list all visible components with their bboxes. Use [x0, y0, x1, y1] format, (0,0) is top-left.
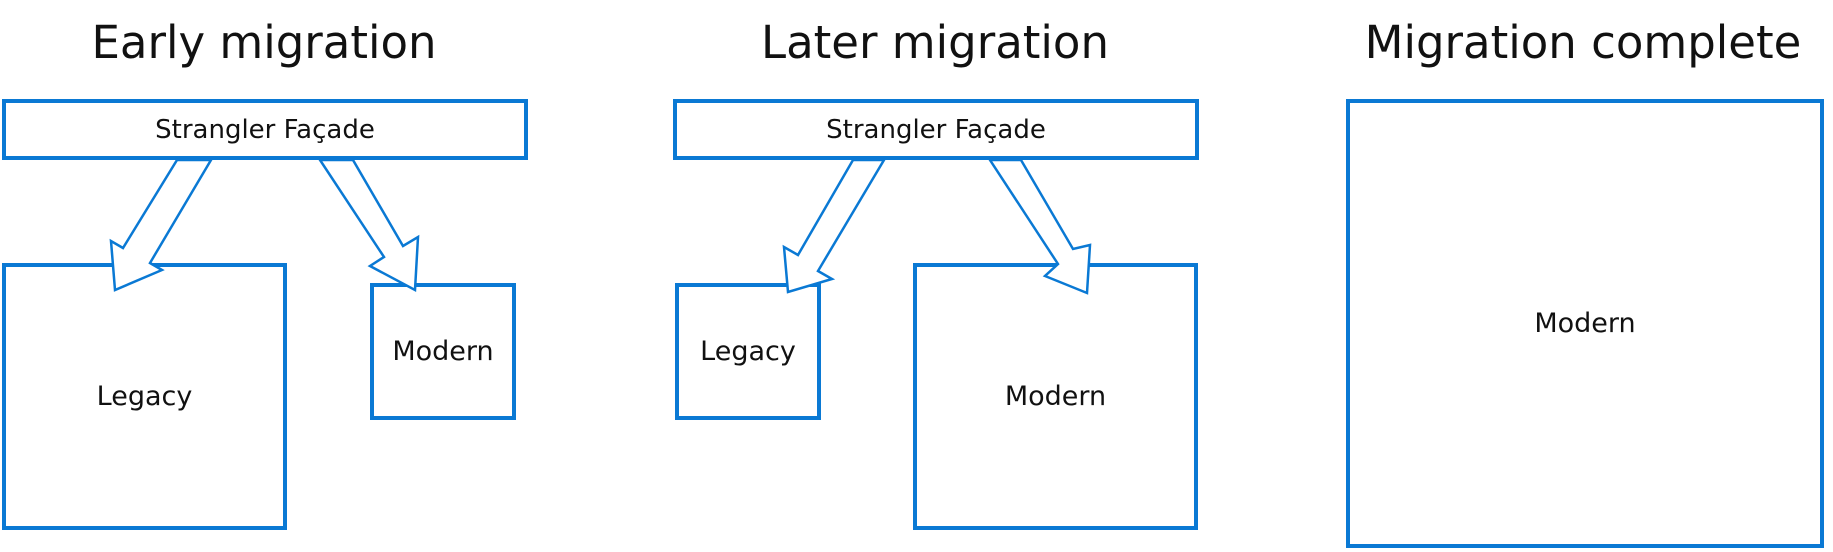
arrow-facade-to-modern-early [317, 158, 420, 293]
legacy-system-box-early: Legacy [2, 263, 287, 530]
modern-system-box-later: Modern [913, 263, 1198, 530]
strangler-facade-later: Strangler Façade [673, 99, 1199, 160]
panel-title-migration-complete: Migration complete [1364, 16, 1802, 69]
panel-title-later-migration: Later migration [761, 16, 1109, 69]
legacy-system-box-later: Legacy [675, 283, 821, 420]
modern-system-box-complete: Modern [1346, 99, 1824, 548]
panel-title-early-migration: Early migration [91, 16, 437, 69]
arrow-facade-to-legacy-later [782, 158, 887, 294]
modern-system-box-early: Modern [370, 283, 516, 420]
strangler-facade-early: Strangler Façade [2, 99, 528, 160]
